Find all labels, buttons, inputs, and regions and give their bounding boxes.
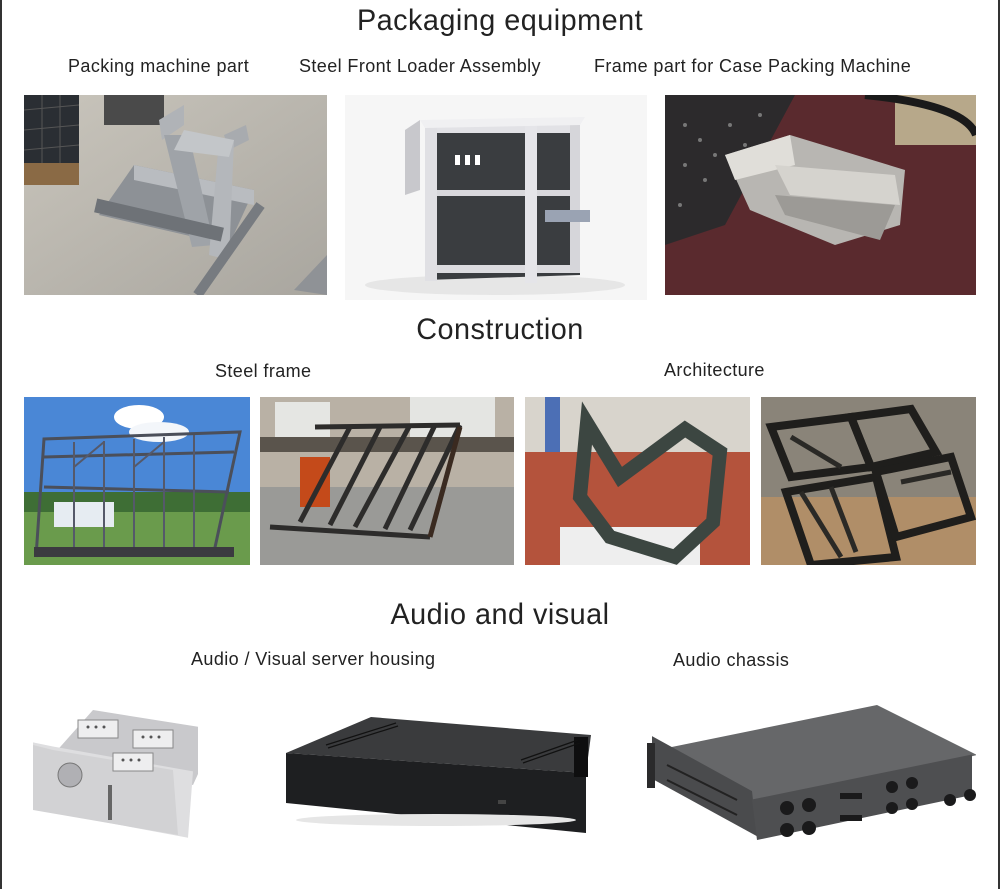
caption-packing-machine-part: Packing machine part xyxy=(68,56,250,76)
photo-black-steel-frames xyxy=(761,397,976,565)
caption-audio-visual-server-housing: Audio / Visual server housing xyxy=(191,649,436,669)
photo-frame-part-case-packing xyxy=(665,95,976,295)
photo-black-server-housing xyxy=(286,715,596,833)
caption-steel-frame: Steel frame xyxy=(215,361,312,381)
section-title-packaging: Packaging equipment xyxy=(356,4,644,37)
section-title-audio-visual: Audio and visual xyxy=(390,598,610,631)
photo-packing-machine-part xyxy=(24,95,327,295)
caption-frame-part-case-packing: Frame part for Case Packing Machine xyxy=(594,56,912,76)
photo-steel-frame-outdoor xyxy=(24,397,250,565)
photo-open-server-chassis xyxy=(28,705,198,845)
photo-steel-frame-workshop xyxy=(260,397,514,565)
caption-steel-front-loader: Steel Front Loader Assembly xyxy=(299,56,541,76)
caption-architecture: Architecture xyxy=(664,360,765,380)
caption-audio-chassis: Audio chassis xyxy=(673,650,790,670)
photo-audio-chassis xyxy=(642,705,976,845)
photo-hexagon-steel-frame xyxy=(525,397,750,565)
photo-steel-front-loader xyxy=(345,95,647,300)
section-title-construction: Construction xyxy=(416,313,584,346)
